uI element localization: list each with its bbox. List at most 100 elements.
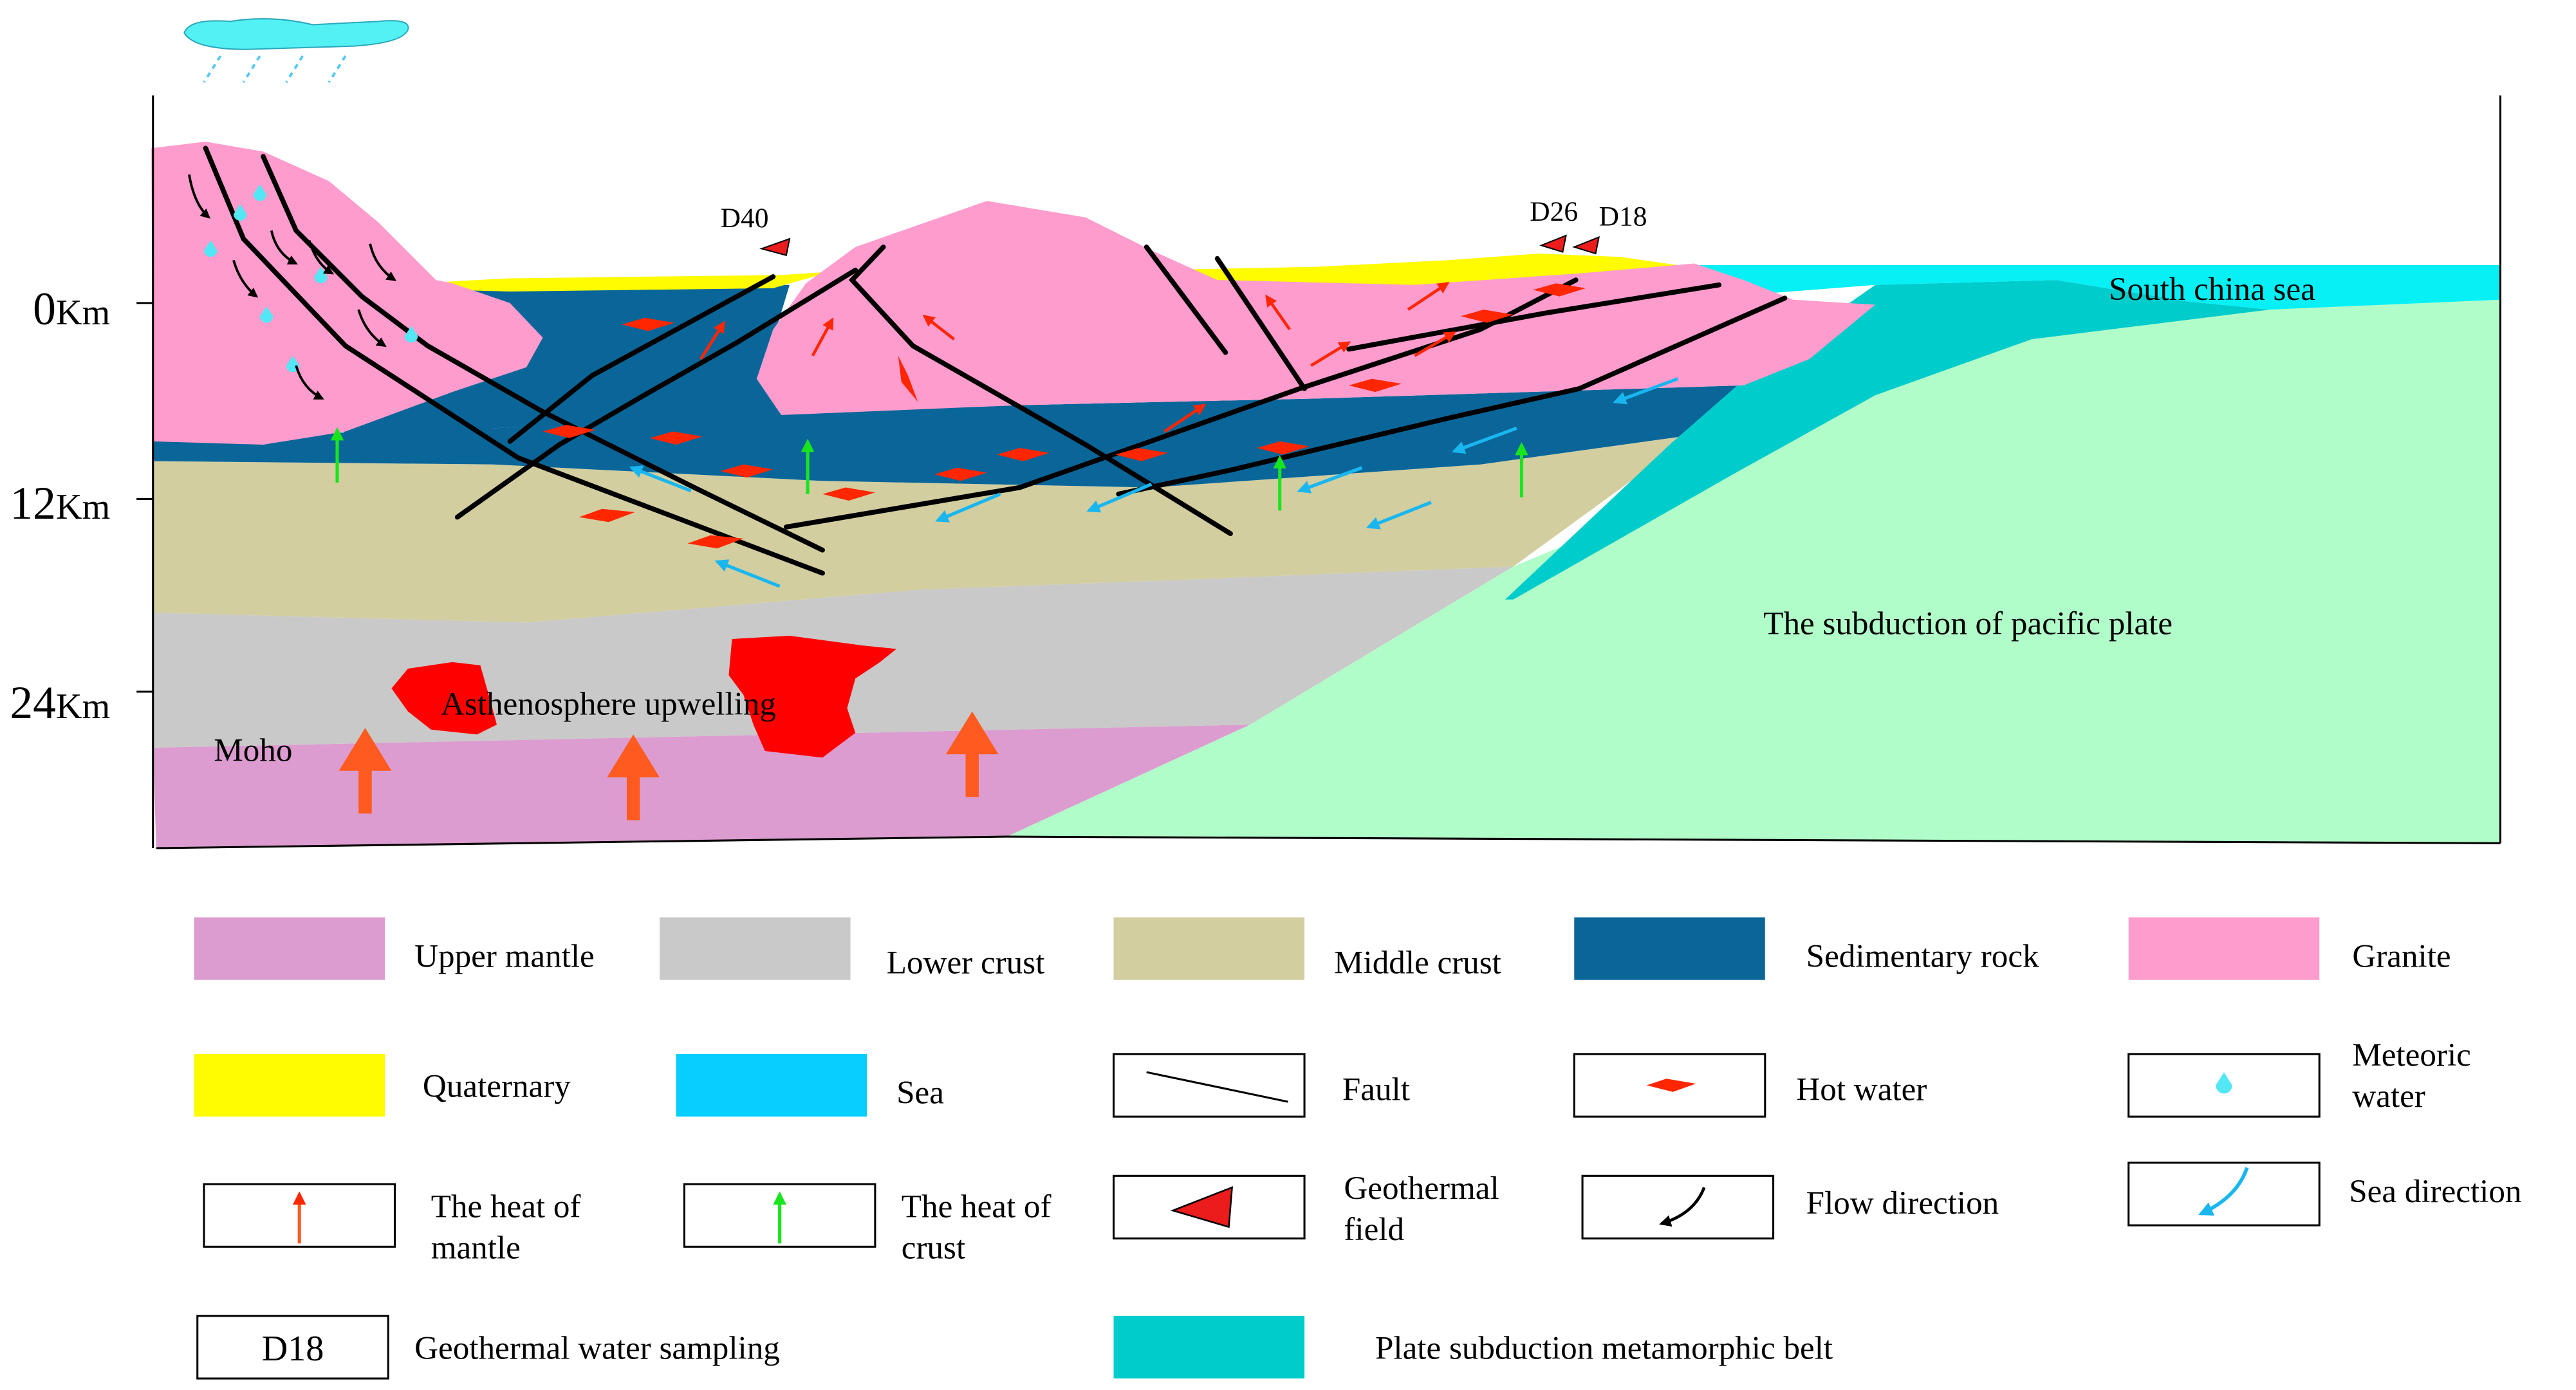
- hot-flow-arrow: [1310, 341, 1351, 367]
- bottom-frame: [156, 835, 1007, 849]
- flow-arrow: [232, 259, 259, 298]
- hot-flow-arrow: [811, 317, 834, 357]
- legend-label: Quaternary: [423, 1068, 571, 1104]
- droplet-icon: [259, 306, 273, 323]
- depth-unit: Km: [56, 487, 110, 527]
- rain-cloud: [183, 18, 409, 83]
- legend-label: mantle: [431, 1229, 521, 1266]
- bottom-frame-east: [1006, 835, 2501, 844]
- fault-line: [784, 277, 1579, 530]
- legend-label: Middle crust: [1334, 944, 1501, 981]
- sea-arrow: [935, 492, 1001, 523]
- legend-swatch: [1574, 917, 1765, 980]
- fault-line: [1144, 245, 1228, 355]
- section-annotations: South china sea The subduction of pacifi…: [214, 271, 2315, 769]
- fault-line: [454, 267, 858, 520]
- meteoric-droplets: [203, 184, 418, 373]
- legend-item-sea-direction: Sea direction: [2127, 1162, 2521, 1227]
- hot-water-flow-arrows: [699, 282, 1456, 433]
- hot-water-blobs: [542, 283, 1586, 549]
- legend-label: Geothermal water sampling: [414, 1330, 780, 1366]
- crust-heat-arrows: [330, 427, 1528, 511]
- fault-line: [507, 274, 776, 444]
- magma-bodies: [391, 635, 897, 758]
- depth-unit: Km: [56, 293, 110, 333]
- legend-item-sedimentary-rock: Sedimentary rock: [1574, 917, 2039, 980]
- geothermal-fields: D40 D26 D18: [721, 196, 1647, 256]
- sea-direction-arrows: [629, 377, 1679, 588]
- hot-water-blob: [579, 508, 635, 523]
- hot-water-blob: [1349, 378, 1402, 393]
- granite-central: [756, 201, 1876, 415]
- legend-item-middle-crust: Middle crust: [1113, 917, 1501, 981]
- legend-item-granite: Granite: [2128, 917, 2451, 980]
- depth-label-12: 12Km: [10, 478, 110, 529]
- sample-label-d40: D40: [721, 203, 769, 234]
- mantle-heat-arrow: [607, 734, 660, 820]
- hot-water-blob: [1533, 283, 1586, 297]
- section-frame: [136, 95, 2501, 849]
- moho-label: Moho: [214, 732, 292, 768]
- hot-water-icon: [1646, 1079, 1696, 1092]
- magma-blob-east: [728, 635, 897, 758]
- legend-label: field: [1344, 1211, 1404, 1248]
- fault-line: [1346, 282, 1722, 352]
- sea-arrow: [1613, 377, 1679, 405]
- fault-line: [1214, 255, 1307, 391]
- flow-arrow: [295, 365, 324, 400]
- sea-direction-icon: [2198, 1167, 2249, 1216]
- cloud-icon: [183, 18, 409, 50]
- granite-west: [151, 142, 543, 445]
- depth-axis: 0Km 12Km 24Km: [10, 284, 110, 728]
- legend-label: Hot water: [1796, 1071, 1927, 1108]
- hot-water-blob: [720, 464, 774, 478]
- legend-label: Plate subduction metamorphic belt: [1375, 1330, 1833, 1366]
- sea-arrow: [714, 559, 781, 588]
- sea-arrow: [629, 465, 692, 493]
- depth-number: 24: [10, 678, 56, 728]
- legend-item-meteoric-water: Meteoric water: [2127, 1037, 2471, 1118]
- sea-body: [1678, 265, 2501, 310]
- hot-water-blob: [934, 467, 987, 481]
- flow-arrow: [369, 243, 397, 281]
- legend-swatch: [1113, 917, 1305, 980]
- depth-unit: Km: [56, 687, 110, 727]
- cross-section-layers: [151, 142, 2501, 849]
- geothermal-field-icon: [1170, 1186, 1234, 1228]
- fault-line: [203, 145, 825, 576]
- legend-item-lower-crust: Lower crust: [660, 917, 1044, 981]
- legend-label: Sea direction: [2349, 1173, 2521, 1210]
- sample-label-d18: D18: [1599, 201, 1647, 232]
- hot-water-blob: [542, 425, 596, 438]
- geothermal-field-d40: [759, 237, 791, 256]
- legend-swatch-box: [1581, 1174, 1775, 1240]
- geothermal-field-d18: [1572, 236, 1600, 255]
- droplet-icon: [404, 326, 418, 343]
- droplet-icon: [2216, 1072, 2232, 1094]
- droplet-icon: [233, 204, 247, 221]
- fault-line-icon: [1146, 1071, 1288, 1103]
- legend-item-hot-water: Hot water: [1573, 1053, 1927, 1118]
- legend-swatch: [194, 917, 385, 980]
- sea-arrow: [1451, 427, 1517, 454]
- legend-label: Granite: [2352, 938, 2451, 974]
- legend-label: Meteoric: [2352, 1037, 2470, 1073]
- legend-swatch: [660, 917, 851, 980]
- hot-flow-arrow: [1407, 282, 1450, 311]
- rain-drops: [203, 55, 347, 83]
- legend-label: water: [2352, 1078, 2425, 1115]
- hot-flow-arrow: [699, 320, 725, 360]
- hot-water-blob: [1256, 441, 1310, 455]
- legend-label: Sedimentary rock: [1806, 938, 2039, 974]
- legend-item-fault: Fault: [1113, 1053, 1410, 1118]
- mantle-heat-arrow: [945, 711, 999, 797]
- hot-water-blob: [687, 535, 744, 549]
- legend-label: crust: [902, 1229, 965, 1266]
- flow-arrow: [188, 174, 210, 219]
- hot-flow-arrow: [1163, 403, 1207, 433]
